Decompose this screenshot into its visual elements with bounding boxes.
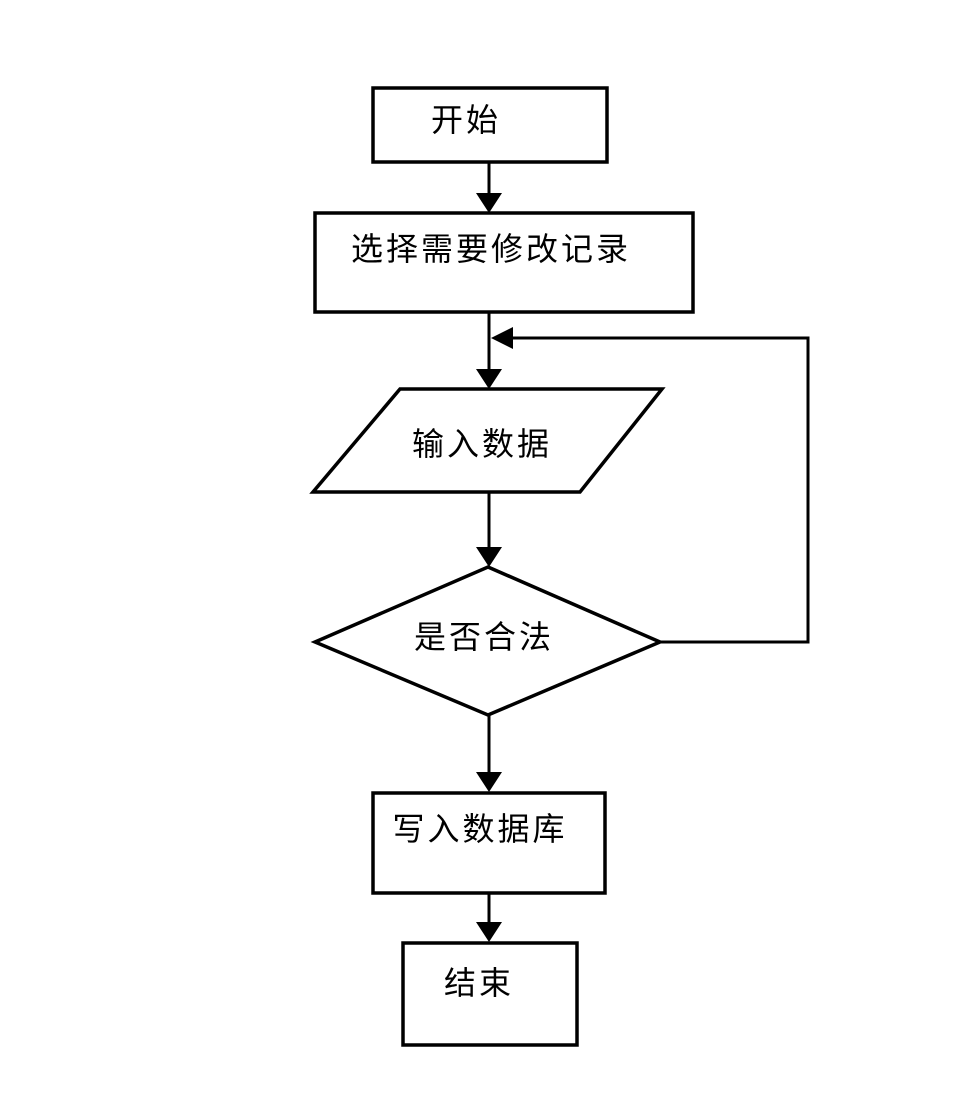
end-node-label: 结束 xyxy=(444,965,514,1001)
validity-decision-node-label: 是否合法 xyxy=(414,619,554,655)
validity-decision-node xyxy=(310,565,665,717)
select-record-node-label: 选择需要修改记录 xyxy=(351,231,631,267)
arrowhead-select-to-input xyxy=(476,369,502,389)
select-record-node xyxy=(313,211,695,314)
input-data-node-label: 输入数据 xyxy=(412,426,552,462)
write-db-node xyxy=(371,791,607,895)
write-db-node-label: 写入数据库 xyxy=(392,811,567,847)
arrowhead-write-to-end xyxy=(476,922,502,942)
start-node xyxy=(371,86,609,164)
arrowhead-decision-to-write xyxy=(476,772,502,792)
arrowhead-start-to-select xyxy=(476,193,502,213)
input-data-node xyxy=(309,387,666,494)
arrowhead-feedback-loop xyxy=(491,327,513,349)
end-node xyxy=(401,941,579,1047)
arrowhead-input-to-decision xyxy=(476,547,502,567)
start-node-label: 开始 xyxy=(431,102,501,138)
edge-feedback-loop xyxy=(512,336,810,644)
